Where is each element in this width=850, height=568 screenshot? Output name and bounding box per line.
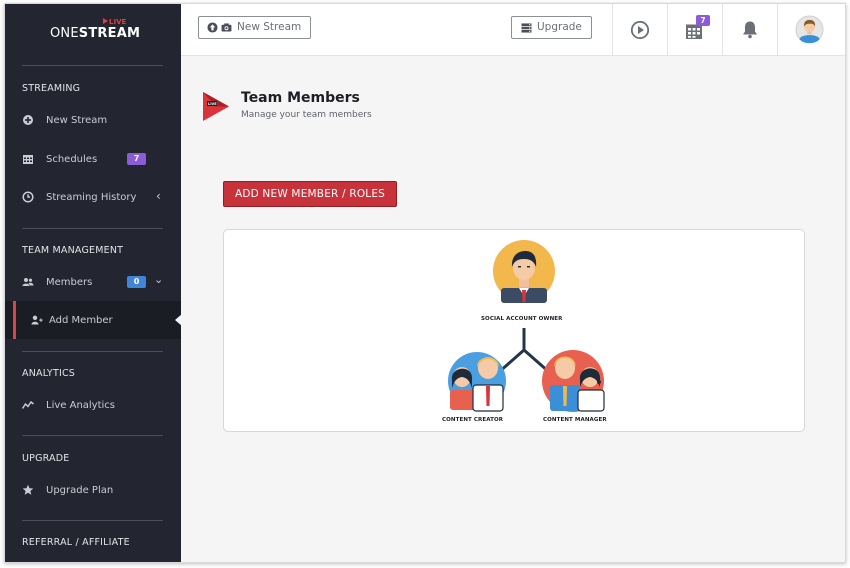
active-indicator <box>13 301 16 339</box>
user-plus-icon <box>31 315 43 325</box>
hierarchy-connector <box>498 328 550 374</box>
user-menu-button[interactable] <box>777 4 845 56</box>
chevron-down-icon[interactable]: ⌄ <box>154 273 164 286</box>
trend-line-icon <box>22 400 34 409</box>
sidebar-item-label: Members <box>46 277 93 288</box>
upgrade-button[interactable]: Upgrade <box>511 16 592 39</box>
schedules-count-badge: 7 <box>127 153 146 165</box>
sidebar: ONESTREAM LIVE STREAMING New Stream Sche… <box>5 4 182 562</box>
sidebar-item-schedules[interactable]: Schedules 7 <box>5 144 181 174</box>
sidebar-divider <box>22 228 163 229</box>
star-icon <box>22 484 34 495</box>
sidebar-item-upgrade-plan[interactable]: Upgrade Plan <box>5 475 181 505</box>
notifications-button[interactable] <box>722 4 777 56</box>
sidebar-divider <box>22 65 163 66</box>
play-video-button[interactable] <box>612 4 667 56</box>
sidebar-item-label: Upgrade Plan <box>46 485 114 496</box>
users-icon <box>22 278 34 286</box>
add-new-member-roles-button[interactable]: ADD NEW MEMBER / ROLES <box>223 181 397 207</box>
calendar-button[interactable]: 7 <box>667 4 722 56</box>
bell-icon <box>743 21 757 39</box>
play-circle-icon <box>630 20 650 40</box>
top-bar: New Stream Upgrade 7 <box>181 4 845 56</box>
section-team-management: TEAM MANAGEMENT <box>22 245 124 256</box>
chevron-left-icon[interactable]: ‹ <box>156 189 161 203</box>
sidebar-item-streaming-history[interactable]: Streaming History ‹ <box>5 182 181 212</box>
sidebar-divider <box>22 435 163 436</box>
content-creator-label: CONTENT CREATOR <box>442 417 504 423</box>
brand-name-light: ONE <box>50 26 79 41</box>
sidebar-item-label: Add Member <box>49 315 113 326</box>
main-content: LIVE Team Members Manage your team membe… <box>181 57 845 562</box>
plus-circle-icon <box>23 115 33 125</box>
app-window: ONESTREAM LIVE STREAMING New Stream Sche… <box>4 3 846 563</box>
calendar-icon <box>23 155 33 164</box>
camera-icon <box>221 23 232 32</box>
onestream-live-logo-icon: LIVE <box>203 92 229 121</box>
section-upgrade: UPGRADE <box>22 453 70 464</box>
new-stream-button[interactable]: New Stream <box>198 16 311 39</box>
account-owner-illustration <box>493 240 555 303</box>
team-structure-card: SOCIAL ACCOUNT OWNER CONTENT CREATOR CON… <box>223 229 805 432</box>
active-pointer <box>175 314 182 326</box>
account-owner-label: SOCIAL ACCOUNT OWNER <box>481 316 563 322</box>
sidebar-divider <box>22 351 163 352</box>
brand-name-bold: STREAM <box>78 26 141 41</box>
sidebar-item-members[interactable]: Members 0 ⌄ <box>5 267 181 297</box>
sidebar-item-label: Live Analytics <box>46 400 116 411</box>
section-analytics: ANALYTICS <box>22 368 76 379</box>
sidebar-item-label: Schedules <box>46 154 98 165</box>
calendar-icon <box>686 24 702 39</box>
sidebar-item-live-analytics[interactable]: Live Analytics <box>5 390 181 420</box>
brand-wordmark: ONESTREAM <box>50 26 140 41</box>
team-hierarchy-illustration <box>448 240 605 412</box>
sidebar-item-label: Streaming History <box>46 192 137 203</box>
sidebar-item-add-member[interactable]: Add Member <box>5 301 182 339</box>
section-streaming: STREAMING <box>22 83 81 94</box>
section-referral-affiliate: REFERRAL / AFFILIATE <box>22 537 130 548</box>
brand-logo[interactable]: ONESTREAM LIVE <box>5 4 181 56</box>
content-manager-label: CONTENT MANAGER <box>543 417 607 423</box>
clock-icon <box>22 191 34 203</box>
page-title: Team Members <box>241 90 360 106</box>
sidebar-item-label: New Stream <box>46 115 108 126</box>
upgrade-button-label: Upgrade <box>537 21 582 33</box>
calendar-count-badge: 7 <box>696 15 710 26</box>
avatar <box>795 15 824 44</box>
svg-text:LIVE: LIVE <box>208 102 217 106</box>
sidebar-item-new-stream[interactable]: New Stream <box>5 105 181 135</box>
brand-live-tag: LIVE <box>103 18 126 26</box>
server-stack-icon <box>521 23 532 33</box>
content-creator-illustration <box>448 352 506 412</box>
new-stream-button-label: New Stream <box>237 21 302 33</box>
sidebar-divider <box>22 520 163 521</box>
upload-circle-icon <box>207 22 218 33</box>
page-subtitle: Manage your team members <box>241 110 372 120</box>
content-manager-illustration <box>542 350 605 412</box>
members-count-badge: 0 <box>127 276 146 288</box>
